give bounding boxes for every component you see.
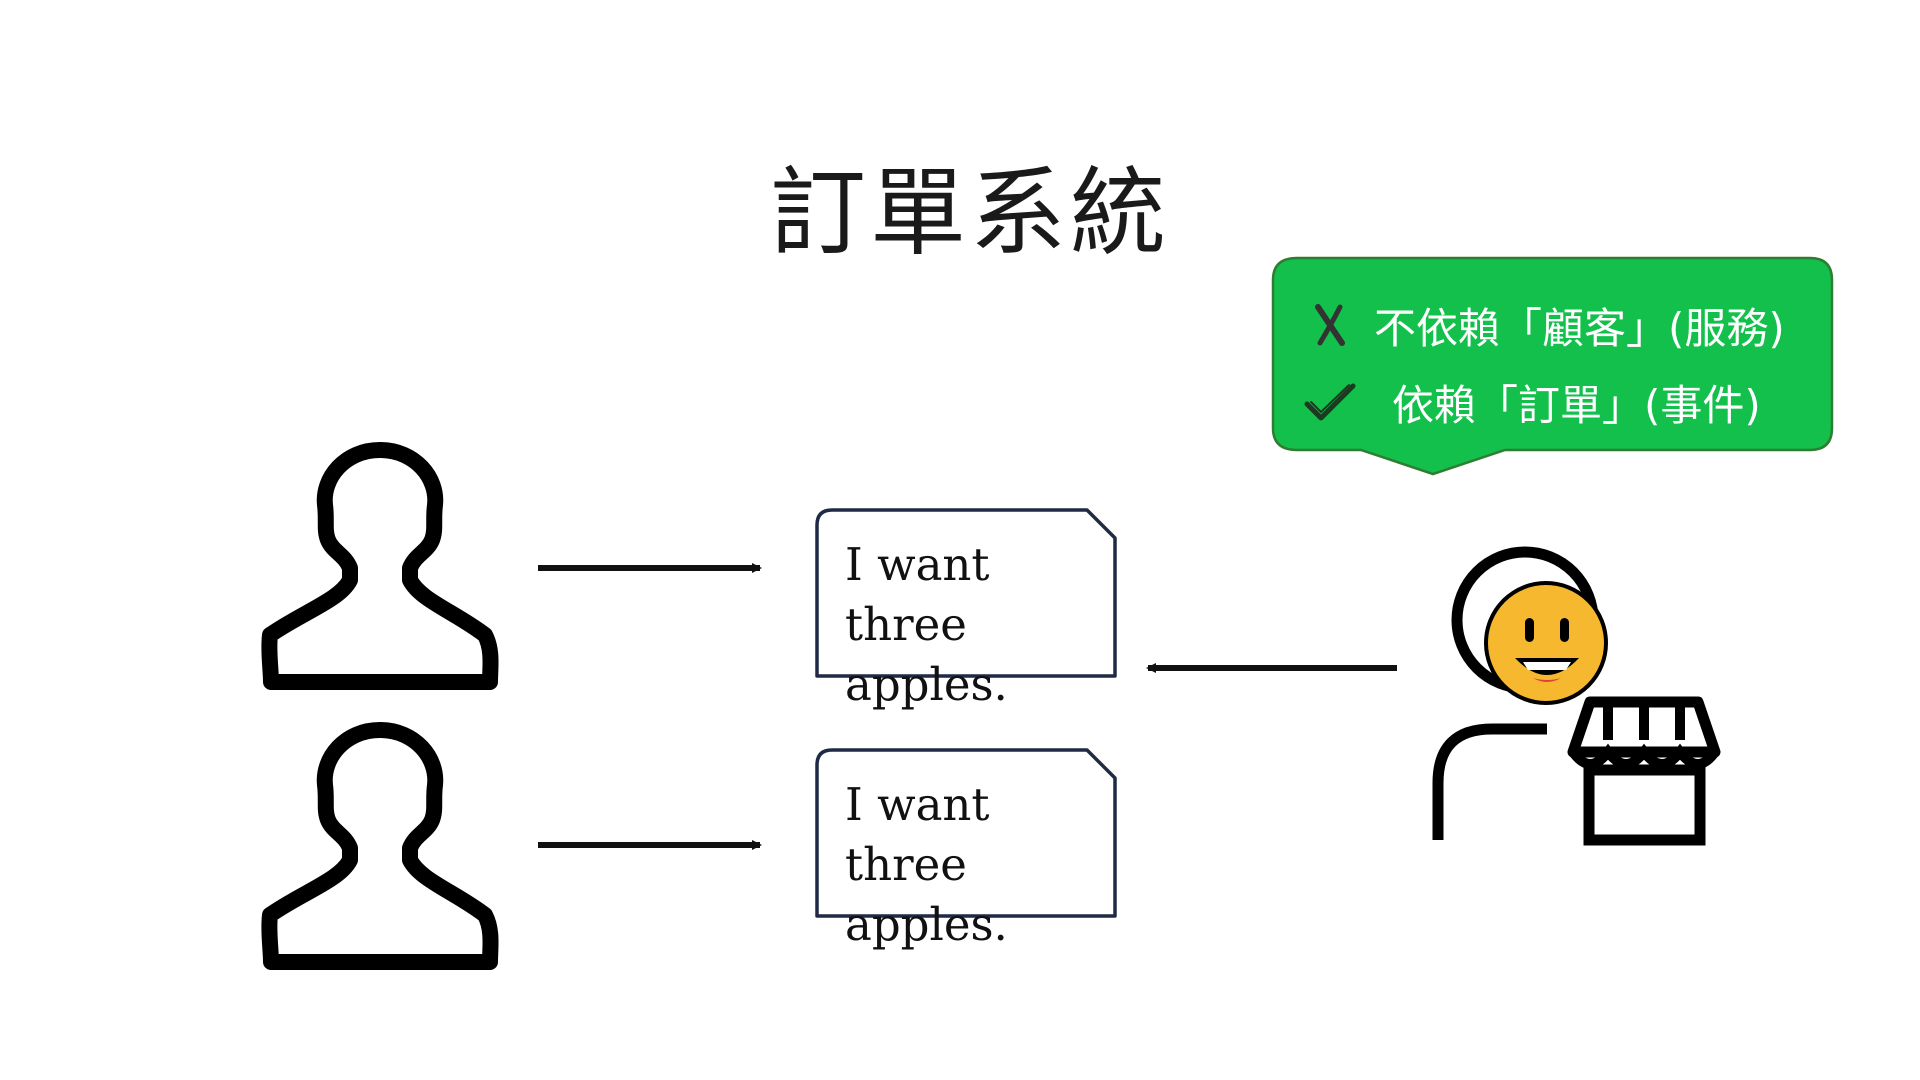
callout-accept-text: 依賴「訂單」(事件) (1392, 380, 1761, 430)
callout-reject-row: 不依賴「顧客」(服務) (1300, 295, 1785, 355)
order-note-2 (815, 748, 1117, 918)
order-note-2-text: I want three apples. (845, 778, 1008, 951)
cross-mark-icon (1300, 295, 1360, 355)
storefront-icon (1567, 696, 1721, 846)
smiley-face-icon (1484, 581, 1608, 705)
check-mark-icon (1300, 372, 1360, 432)
callout-reject-text: 不依賴「顧客」(服務) (1374, 303, 1785, 353)
callout-bubble (1271, 256, 1834, 476)
callout-accept-row: 依賴「訂單」(事件) (1300, 372, 1761, 432)
diagram-title: 訂單系統 (770, 157, 1170, 269)
order-note-1 (815, 508, 1117, 678)
customer-2-person-outline-icon (261, 722, 499, 970)
customer-1-person-outline-icon (261, 442, 499, 690)
order-note-1-text: I want three apples. (845, 538, 1008, 711)
